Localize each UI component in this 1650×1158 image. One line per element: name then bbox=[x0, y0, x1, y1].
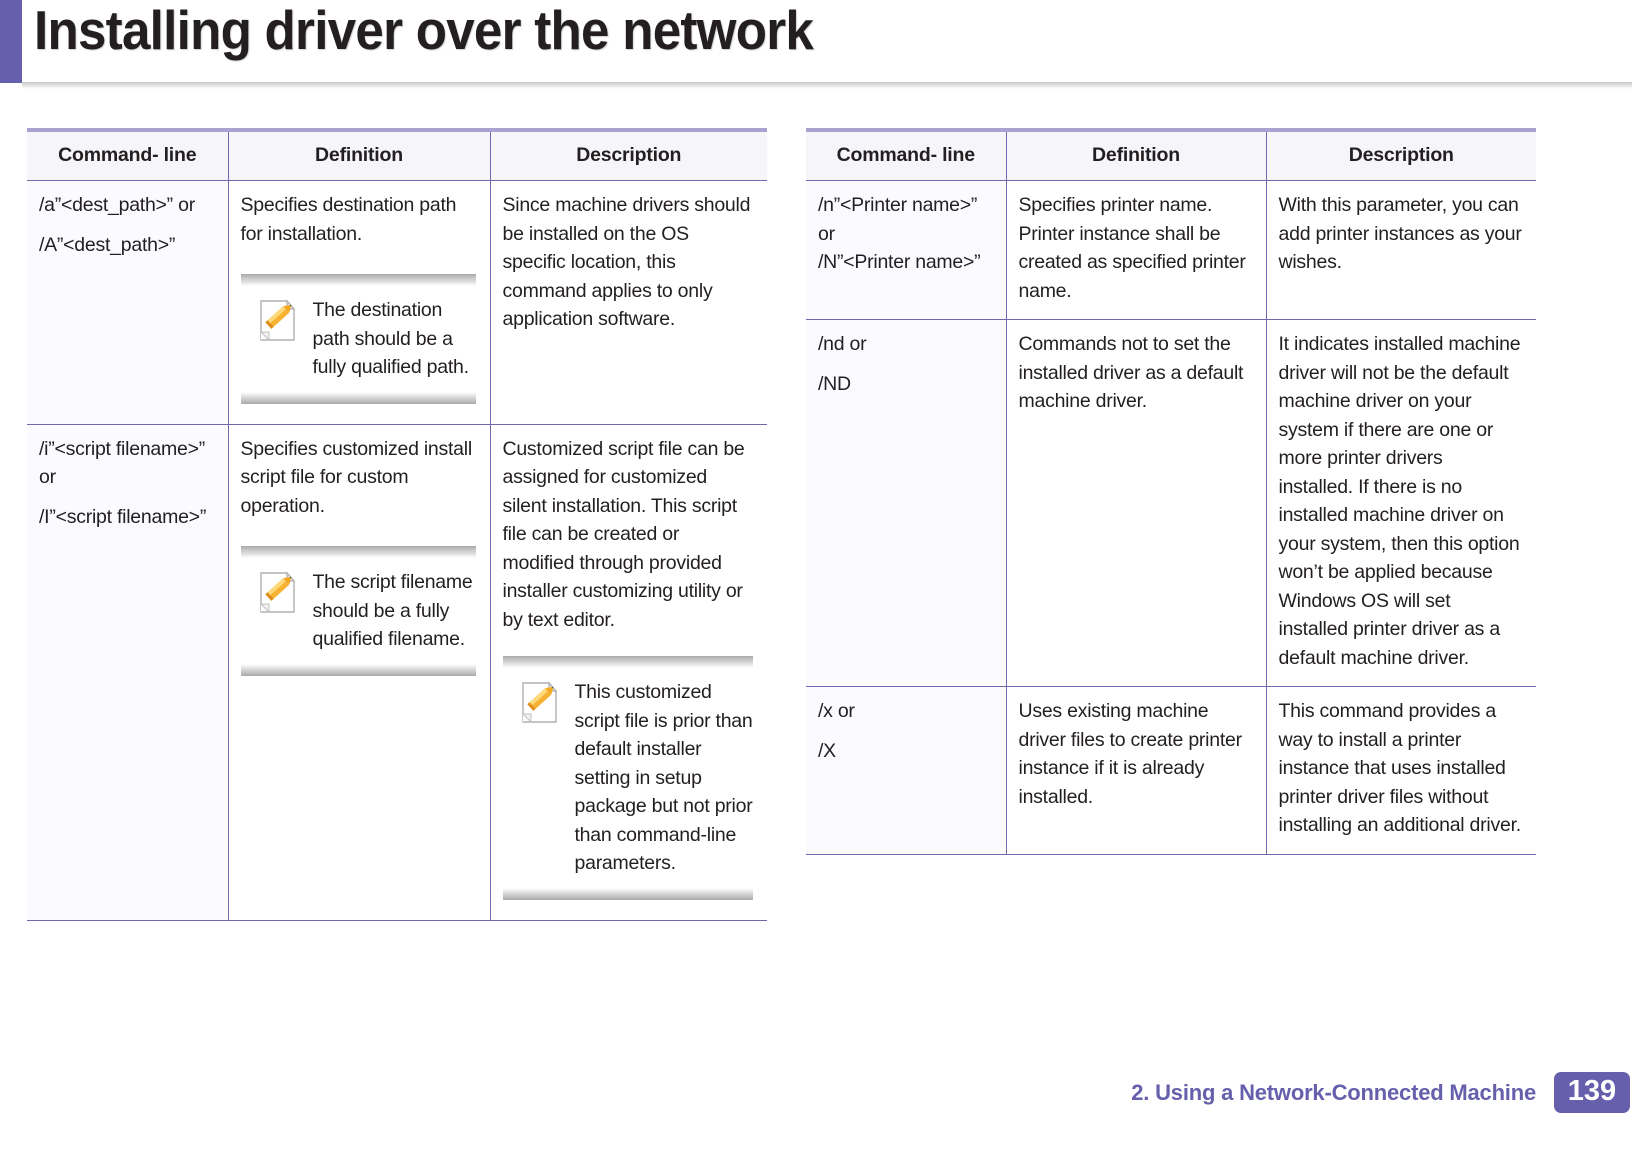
cell-definition: Commands not to set the installed driver… bbox=[1006, 319, 1267, 687]
cell-description: Since machine drivers should be installe… bbox=[490, 180, 767, 425]
header-divider bbox=[22, 82, 1632, 89]
cell-description: With this parameter, you can add printer… bbox=[1266, 180, 1536, 320]
page-footer: 2. Using a Network-Connected Machine 139 bbox=[0, 1072, 1650, 1132]
page-number-badge: 139 bbox=[1554, 1072, 1630, 1113]
definition-text: Specifies printer name. Printer instance… bbox=[1018, 194, 1246, 302]
note-text: This customized script file is prior tha… bbox=[574, 681, 753, 874]
note-bottom-gradient-bar bbox=[240, 663, 476, 676]
description-text: This command provides a way to install a… bbox=[1278, 700, 1522, 836]
page-title: Installing driver over the network bbox=[34, 0, 814, 61]
command-line-option: /x or bbox=[818, 700, 855, 722]
cell-description: Customized script file can be assigned f… bbox=[490, 424, 767, 921]
table-row: /nd or /ND Commands not to set the insta… bbox=[806, 319, 1536, 687]
command-line-conjunction: or bbox=[818, 222, 835, 245]
definition-text: Uses existing machine driver files to cr… bbox=[1018, 700, 1243, 808]
column-header-command-line: Command- line bbox=[27, 130, 229, 181]
cell-definition: Specifies destination path for installat… bbox=[228, 180, 491, 425]
cell-description: It indicates installed machine driver wi… bbox=[1266, 319, 1536, 687]
note-box: The script filename should be a fully qu… bbox=[240, 546, 476, 676]
command-line-option: /N”<Printer name>” bbox=[818, 251, 981, 273]
table-header-row: Command- line Definition Description bbox=[806, 130, 1536, 181]
command-line-option: /i”<script filename>” or bbox=[39, 437, 205, 489]
note-top-gradient-bar bbox=[502, 656, 753, 668]
note-pencil-icon bbox=[257, 570, 299, 616]
table-row: /x or /X Uses existing machine driver fi… bbox=[806, 686, 1536, 855]
command-line-option: /nd or bbox=[818, 333, 867, 355]
definition-text: Specifies destination path for installat… bbox=[240, 194, 457, 245]
table-row: /a”<dest_path>” or /A”<dest_path>” Speci… bbox=[27, 180, 767, 425]
header-accent-bar bbox=[0, 0, 22, 83]
cell-command-line: /i”<script filename>” or /I”<script file… bbox=[27, 424, 229, 921]
note-text: The script filename should be a fully qu… bbox=[312, 571, 473, 650]
note-bottom-gradient-bar bbox=[240, 391, 476, 404]
column-header-command-line: Command- line bbox=[806, 130, 1007, 181]
description-text: Since machine drivers should be installe… bbox=[502, 194, 751, 330]
command-line-table-right: Command- line Definition Description /n”… bbox=[806, 128, 1536, 855]
definition-text: Commands not to set the installed driver… bbox=[1018, 333, 1244, 412]
note-pencil-icon bbox=[519, 680, 561, 726]
column-header-definition: Definition bbox=[228, 130, 491, 181]
description-text: With this parameter, you can add printer… bbox=[1278, 194, 1522, 273]
command-line-table-left: Command- line Definition Description /a”… bbox=[27, 128, 767, 921]
left-table-container: Command- line Definition Description /a”… bbox=[27, 128, 767, 921]
cell-command-line: /x or /X bbox=[806, 686, 1007, 855]
command-line-option: /n”<Printer name>” bbox=[818, 194, 978, 216]
table-row: /i”<script filename>” or /I”<script file… bbox=[27, 424, 767, 921]
note-top-gradient-bar bbox=[240, 546, 476, 558]
cell-description: This command provides a way to install a… bbox=[1266, 686, 1536, 855]
command-line-option: /ND bbox=[818, 372, 851, 395]
cell-definition: Specifies printer name. Printer instance… bbox=[1006, 180, 1267, 320]
table-header-row: Command- line Definition Description bbox=[27, 130, 767, 181]
note-box: The destination path should be a fully q… bbox=[240, 274, 476, 404]
command-line-option: /X bbox=[818, 739, 836, 762]
command-line-option: /I”<script filename>” bbox=[39, 505, 207, 528]
note-box: This customized script file is prior tha… bbox=[502, 656, 753, 900]
cell-command-line: /a”<dest_path>” or /A”<dest_path>” bbox=[27, 180, 229, 425]
table-row: /n”<Printer name>” or /N”<Printer name>”… bbox=[806, 180, 1536, 320]
note-text: The destination path should be a fully q… bbox=[312, 299, 470, 378]
page-header: Installing driver over the network bbox=[0, 0, 1650, 96]
note-pencil-icon bbox=[257, 298, 299, 344]
column-header-definition: Definition bbox=[1006, 130, 1267, 181]
definition-text: Specifies customized install script file… bbox=[240, 437, 473, 517]
cell-command-line: /n”<Printer name>” or /N”<Printer name>” bbox=[806, 180, 1007, 320]
description-text: It indicates installed machine driver wi… bbox=[1278, 333, 1521, 669]
command-line-option: /A”<dest_path>” bbox=[39, 233, 176, 256]
command-line-option: /a”<dest_path>” or bbox=[39, 194, 195, 216]
note-top-gradient-bar bbox=[240, 274, 476, 286]
cell-definition: Specifies customized install script file… bbox=[228, 424, 491, 921]
column-header-description: Description bbox=[1266, 130, 1536, 181]
note-bottom-gradient-bar bbox=[502, 887, 753, 900]
cell-definition: Uses existing machine driver files to cr… bbox=[1006, 686, 1267, 855]
footer-chapter-label: 2. Using a Network-Connected Machine bbox=[1131, 1079, 1536, 1105]
column-header-description: Description bbox=[490, 130, 767, 181]
cell-command-line: /nd or /ND bbox=[806, 319, 1007, 687]
description-text: Customized script file can be assigned f… bbox=[502, 437, 745, 631]
right-table-container: Command- line Definition Description /n”… bbox=[806, 128, 1536, 855]
